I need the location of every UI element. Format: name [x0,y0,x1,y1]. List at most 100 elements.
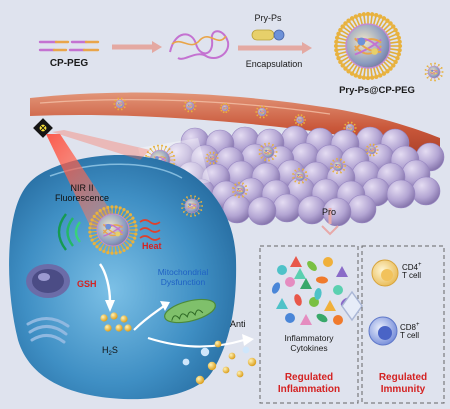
inflammation-title-line2: Inflammation [277,384,341,395]
h2s-label: H2S [102,345,118,358]
np-drug [348,126,350,128]
peg-tip [114,205,118,209]
peg-tip [193,101,196,104]
peg-tip [242,182,244,185]
peg-tip [266,111,269,113]
peg-tip [393,59,398,65]
peg-tip [440,67,443,69]
peg-tip [330,167,332,169]
nucleus [26,264,70,298]
cytokine [285,277,295,287]
peg-tip [259,105,262,108]
peg-tip [338,27,343,33]
pry-ps-label: Pry-Ps [254,13,282,23]
np-chain [369,148,375,152]
peg-tip [95,245,99,249]
small-nanoparticle-mid [181,195,204,217]
peg-tip [268,142,270,145]
np-drug [115,231,121,237]
np-drug [223,106,225,108]
peg-tip [434,79,436,82]
peg-tip [441,71,444,73]
self-assembled-coil [169,30,230,60]
cytokine [290,256,302,267]
anti-arrow [147,336,245,348]
peg-tip [440,75,443,77]
cytokine [300,314,312,325]
cd4-tcell-label: T cell [402,271,421,280]
peg-tip [372,143,375,146]
released-dot [228,352,236,360]
pry-ps-capsule-icon [251,29,285,41]
peg-tip [334,35,340,40]
peg-tip [366,145,369,148]
peg-tip [123,106,126,109]
peg-tip [376,149,379,151]
immunity-panel [361,245,445,404]
np-core [96,213,130,247]
cytokine [316,276,328,284]
peg-tip [219,107,222,109]
peg-tip [123,99,126,102]
peg-tip [260,145,263,148]
peg-tip [88,226,92,230]
peg-tip [375,152,378,155]
peg-tip [98,247,102,251]
np-drug [210,156,212,158]
peg-tip [200,209,203,212]
peg-tip [381,71,387,76]
peg-tip [220,104,223,107]
np-drug [237,188,240,190]
peg-tip [92,214,96,218]
np-chain [354,37,382,53]
peg-tip [258,149,261,151]
peg-tip [225,102,228,105]
peg-tip [294,122,297,124]
peg-tip [161,144,164,147]
peg-tip [256,107,259,110]
peg-tip [300,114,303,117]
peg-tip [332,159,335,162]
peg-tip [156,144,159,147]
peg-tip [333,43,339,49]
np-chain [102,223,123,235]
np-drug [225,108,227,110]
peg-tip [346,69,351,74]
peg-tip [215,153,218,156]
peg-tip [255,111,258,113]
peg-tip [113,103,116,105]
tumor-cell [247,196,277,226]
peg-tip [118,250,122,254]
peg-tip [397,47,402,53]
product-label: Pry-Ps@CP-PEG [339,85,415,96]
peg-tip [292,177,294,179]
np-chain [187,203,197,209]
peg-tip [343,127,346,129]
cd4-label: CD4+ [402,262,422,273]
peg-tip [122,248,126,253]
peg-tip [234,194,237,197]
cytokine [333,315,343,325]
peg-tip [134,232,138,236]
np-chain [296,174,304,178]
peg-tip [120,97,123,100]
peg-tip [133,236,137,240]
gsh-label: GSH [77,279,97,289]
np-core [261,145,275,159]
peg-tip [200,200,203,203]
cd8-tcell-label: T cell [400,331,419,340]
peg-tip [212,162,215,165]
np-chain [347,126,353,130]
np-drug [118,102,120,104]
peg-tip [300,123,303,126]
np-core [221,104,229,112]
peg-tip [365,149,368,151]
tumor-cell [347,194,377,224]
peg-tip [393,27,398,33]
gsh-arrow-head [105,300,115,312]
peg-tip [197,197,200,200]
laser-beam-vessel [52,130,150,160]
peg-tip [343,161,345,163]
peg-tip [397,43,403,49]
vessel-nanoparticles [113,97,357,135]
